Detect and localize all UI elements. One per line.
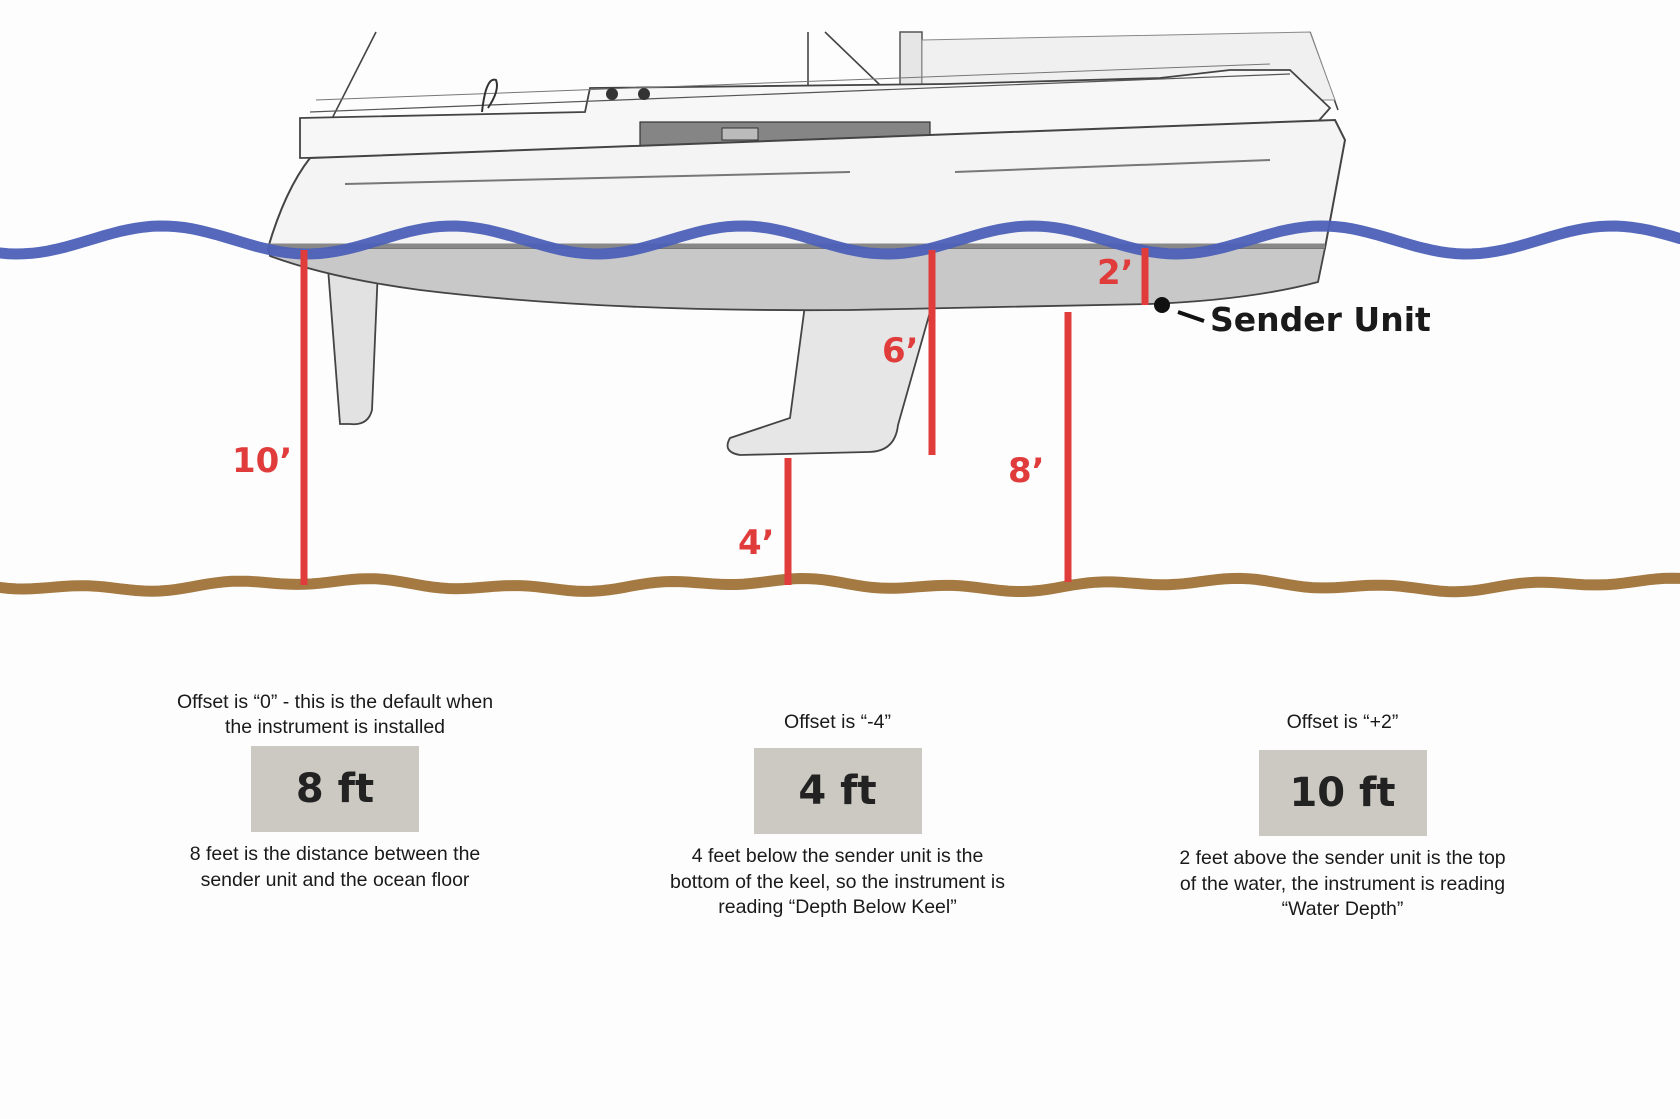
sender-offset-label: 2’: [1097, 253, 1134, 293]
keel-depth-label: 4’: [738, 523, 775, 563]
water-surface-line: [0, 220, 1680, 260]
hull-draft-label: 6’: [882, 331, 919, 371]
offset-description: Offset is “-4”: [784, 711, 891, 733]
depth-readout: 4 ft: [753, 748, 922, 834]
offset-panel-water: Offset is “+2” 10 ft 2 feet above the se…: [1170, 710, 1515, 923]
offset-description: Offset is “+2”: [1286, 711, 1399, 733]
rudder: [327, 267, 379, 426]
depth-measure-lines: [300, 248, 1149, 585]
offset-panel-keel: Offset is “-4” 4 ft 4 feet below the sen…: [660, 710, 1015, 921]
depth-readout: 8 ft: [251, 746, 419, 832]
sender-unit-icon: [1154, 297, 1170, 313]
reading-explanation: 2 feet above the sender unit is the top …: [1179, 847, 1506, 920]
hull-underwater: [266, 247, 1327, 312]
sender-pointer: [1177, 310, 1205, 323]
reading-explanation: 8 feet is the distance between the sende…: [189, 843, 481, 891]
stern-depth-label: 10’: [232, 441, 293, 481]
sender-unit-label: Sender Unit: [1210, 300, 1431, 339]
keel: [726, 304, 934, 456]
offset-description: Offset is “0” - this is the default when…: [176, 691, 494, 738]
ocean-floor-line: [0, 572, 1680, 598]
offset-panel-default: Offset is “0” - this is the default when…: [170, 690, 500, 893]
sender-depth-label: 8’: [1008, 451, 1045, 491]
reading-explanation: 4 feet below the sender unit is the bott…: [670, 845, 1005, 918]
depth-readout: 10 ft: [1258, 750, 1427, 836]
